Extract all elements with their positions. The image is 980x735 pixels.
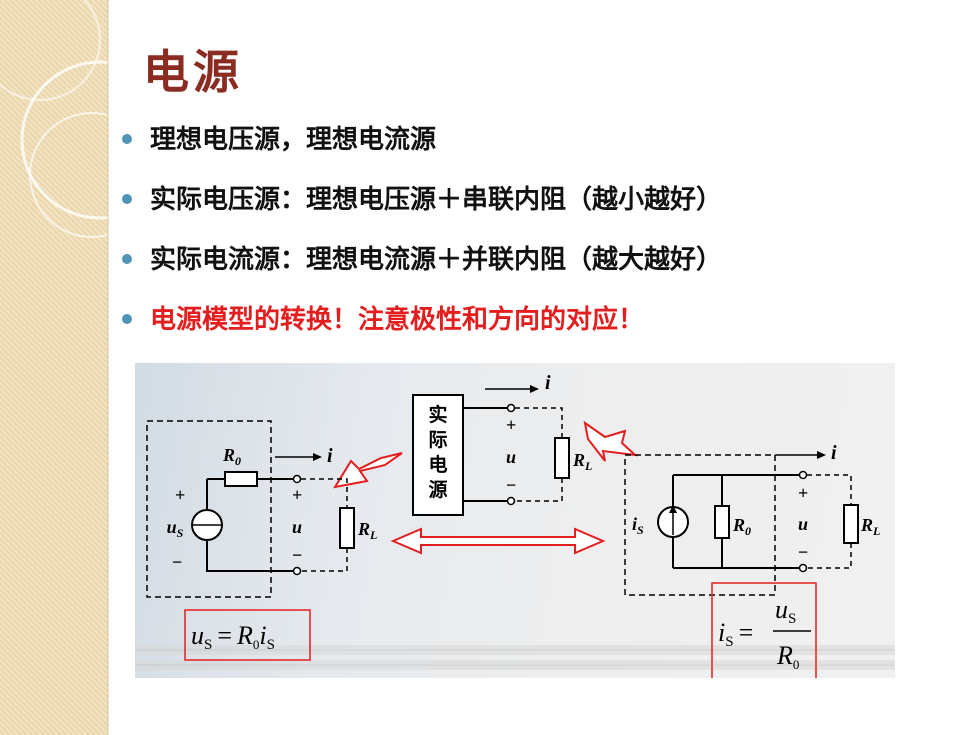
arrow-icon — [313, 453, 322, 461]
source-voltage-label: uS — [167, 517, 184, 540]
formula-right: iS= uS R0 — [711, 582, 817, 678]
box-char: 际 — [428, 429, 447, 451]
load-resistor — [843, 504, 859, 544]
terminal-node — [798, 563, 808, 573]
voltage-label: u — [798, 514, 808, 534]
plus-sign: + — [175, 485, 185, 505]
formula-text: uS=R0iS — [191, 621, 275, 653]
internal-resistor-label: R0 — [222, 445, 241, 468]
formula-numerator: uS — [775, 595, 796, 627]
load-resistor-label: RL — [357, 519, 377, 542]
bullet-item: 实际电压源：理想电压源＋串联内阻（越小越好） — [122, 178, 722, 238]
terminal-node — [798, 470, 808, 480]
actual-source-box — [412, 394, 464, 516]
load-resistor-label: RL — [860, 515, 880, 538]
bullet-dot-icon — [122, 134, 132, 144]
terminal-node — [292, 566, 302, 576]
box-char: 实 — [428, 403, 447, 426]
plus-sign: + — [798, 483, 808, 503]
minus-sign: − — [292, 545, 303, 565]
load-resistor — [554, 437, 570, 479]
circuit-diagram: 实 际 电 源 RL i + u − R0 — [135, 363, 895, 678]
internal-resistor — [714, 505, 730, 539]
circuit-svg: 实 际 电 源 RL i + u − R0 — [135, 372, 895, 678]
red-arrows — [332, 420, 638, 555]
internal-resistor — [224, 471, 258, 487]
formula-denominator: R0 — [776, 641, 799, 672]
background-band — [135, 645, 895, 670]
voltage-label: u — [506, 447, 516, 467]
current-label: i — [831, 442, 837, 464]
bullet-dot-icon — [122, 254, 132, 264]
plus-sign: + — [292, 485, 302, 505]
bullet-dot-icon — [122, 314, 132, 324]
current-source-circuit: iS R0 RL i + u − — [624, 442, 880, 596]
double-arrow-icon — [390, 527, 606, 555]
arrow-icon — [530, 385, 539, 393]
plus-sign: + — [506, 415, 516, 435]
box-char: 电 — [428, 453, 447, 476]
bullet-item: 实际电流源：理想电流源＋并联内阻（越大越好） — [122, 238, 722, 298]
minus-sign: − — [172, 552, 183, 572]
load-resistor-label: RL — [572, 450, 592, 473]
terminal-node — [506, 403, 516, 413]
formula-left: uS=R0iS — [184, 609, 311, 661]
source-dashed-box — [146, 420, 272, 598]
terminal-node — [506, 496, 516, 506]
formula-box — [184, 609, 311, 661]
bullet-dot-icon — [122, 194, 132, 204]
decorative-sidebar — [0, 0, 108, 735]
arrow-icon — [817, 451, 826, 459]
current-label: i — [327, 445, 333, 467]
internal-resistor-label: R0 — [732, 515, 751, 538]
voltage-source-circuit: R0 + uS − RL i + u − — [146, 420, 377, 598]
source-dashed-box — [624, 454, 776, 596]
voltage-label: u — [292, 517, 302, 537]
bullet-item-highlight: 电源模型的转换！注意极性和方向的对应！ — [122, 298, 722, 358]
current-label: i — [545, 372, 551, 394]
minus-sign: − — [798, 542, 809, 562]
bullet-item: 理想电压源，理想电流源 — [122, 118, 722, 178]
minus-sign: − — [506, 475, 517, 495]
arrow-to-left-icon — [332, 452, 403, 489]
arrow-up-icon — [669, 505, 677, 513]
terminal-node — [292, 474, 302, 484]
actual-source-block: 实 际 电 源 RL i + u − — [412, 372, 592, 516]
bullet-list: 理想电压源，理想电流源 实际电压源：理想电压源＋串联内阻（越小越好） 实际电流源… — [122, 118, 722, 358]
formula-text: iS= — [718, 618, 753, 650]
formula-box — [711, 582, 817, 678]
source-current-label: iS — [632, 514, 644, 537]
box-char: 源 — [428, 478, 447, 501]
load-resistor — [339, 507, 355, 549]
slide-title: 电源 — [143, 45, 243, 99]
